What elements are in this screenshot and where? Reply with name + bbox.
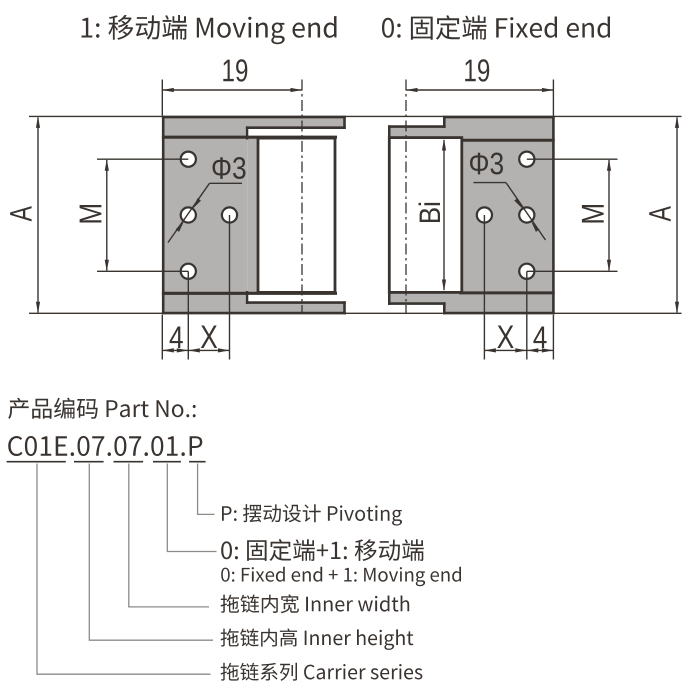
legend-inner-height-glyphs [220, 628, 414, 650]
legend-pivoting-glyphs [222, 504, 402, 526]
fixed-dimM-arrow-top [606, 159, 612, 171]
moving-dim4-arrow-right [176, 348, 189, 353]
fixed-dimA-label: A [649, 206, 671, 222]
moving-plate-sliver [247, 138, 258, 293]
moving-dia-label-glyphs [212, 157, 246, 179]
fixed-dia-label-glyphs [470, 152, 503, 175]
moving-dimA-arrow-bottom [35, 301, 41, 314]
legend-inner-width-glyphs [220, 594, 410, 614]
moving-dia-arrow-in [192, 198, 201, 209]
moving-dimM-label: M [79, 205, 102, 223]
moving-dimM-arrow-top [104, 159, 109, 171]
moving-dimA-label-glyphs [10, 206, 32, 222]
fixed-link-outline [387, 136, 464, 294]
moving-dim19-label: 19 [223, 59, 248, 82]
leader-carrier-series [36, 463, 211, 675]
moving-dia-label: Φ3 [212, 157, 246, 179]
fixed-dia-label: Φ3 [470, 152, 503, 175]
fixed-dimX-label-glyphs [497, 325, 514, 348]
fixed-dim19-label-glyphs [465, 59, 490, 82]
fixed-dim4-arrow-right [541, 348, 554, 353]
moving-dimX-arrow-left [188, 348, 200, 353]
part-no-code-glyphs [8, 436, 203, 456]
legend-end-type-en: 0: Fixed end + 1: Moving end [221, 566, 461, 587]
part-no-code: C01E.07.07.01.P [8, 436, 203, 456]
fixed-dimM-arrow-bottom [606, 259, 612, 272]
fixed-dimBi-label: Bi [418, 202, 440, 222]
moving-link-outline [256, 136, 337, 294]
legend-inner-height: 拖链内高 Inner height [220, 628, 414, 650]
leader-inner-height [88, 463, 213, 641]
moving-dim19-label-glyphs [223, 59, 248, 82]
fixed-dimA-arrow-bottom [674, 301, 680, 314]
fixed-dimBi-label-glyphs [418, 202, 440, 222]
leader-end-type [166, 463, 217, 553]
fixed-dimX-label: X [497, 325, 514, 348]
moving-dim4-arrow-left [162, 348, 174, 353]
fixed-recess-cut-top [387, 115, 445, 127]
legend-carrier-series: 拖链系列 Carrier series [220, 662, 423, 681]
header-fixed-end-glyphs [382, 15, 610, 40]
moving-dimX-arrow-right [218, 348, 230, 353]
moving-dim4-label: 4 [169, 326, 183, 348]
legend-end-type-zh-glyphs [221, 539, 424, 561]
fixed-dim19-arrow-left [406, 87, 418, 93]
legend-carrier-series-glyphs [220, 662, 423, 681]
moving-end-view [161, 115, 347, 315]
moving-dia-leader [167, 182, 211, 243]
moving-dim4-label-glyphs [169, 326, 183, 348]
moving-dimX-label-glyphs [200, 325, 218, 348]
fixed-dimA-arrow-top [674, 116, 680, 128]
legend-end-type-en-glyphs [221, 566, 461, 587]
fixed-dimBi-arrow-bottom [441, 279, 447, 291]
header-fixed-end: 0: 固定端 Fixed end [382, 15, 610, 40]
moving-dim19-arrow-left [162, 87, 174, 93]
moving-dim19-arrow-right [290, 87, 302, 93]
fixed-dim19-label: 19 [465, 59, 490, 82]
moving-hole-dia-callout: Φ3 [167, 157, 246, 243]
legend-inner-width: 拖链内宽 Inner width [220, 594, 410, 614]
legend-end-type-zh: 0: 固定端+1: 移动端 [221, 539, 424, 561]
fixed-dim4-label: 4 [533, 326, 547, 348]
fixed-recess-cut-bottom [387, 303, 445, 315]
fixed-dia-arrow-out [531, 221, 540, 232]
moving-dimX-label: X [200, 325, 218, 348]
fixed-dimX-arrow-left [484, 348, 496, 353]
leader-pivoting [196, 463, 215, 516]
part-no-heading-glyphs [8, 397, 196, 419]
header-moving-end-glyphs [81, 14, 337, 45]
fixed-dia-arrow-in [514, 198, 523, 209]
fixed-dimM-label: M [581, 205, 604, 223]
fixed-dim19-arrow-right [541, 87, 554, 93]
fixed-dimA-label-glyphs [649, 206, 671, 222]
moving-dimA-arrow-top [35, 116, 41, 128]
fixed-dia-leader [505, 182, 547, 241]
fixed-dimBi-arrow-top [441, 139, 447, 151]
fixed-dimM-label-glyphs [581, 205, 604, 223]
moving-dimA-label: A [10, 206, 32, 222]
fixed-dim4-label-glyphs [533, 326, 547, 348]
header-moving-end: 1: 移动端 Moving end [81, 14, 337, 45]
moving-dimM-arrow-bottom [104, 259, 109, 272]
legend-pivoting: P: 摆动设计 Pivoting [222, 504, 402, 526]
moving-dia-arrow-out [175, 221, 184, 232]
fixed-dimX-arrow-right [515, 348, 527, 353]
moving-dimM-label-glyphs [79, 205, 102, 223]
leader-inner-width [128, 463, 209, 608]
fixed-dim4-arrow-left [526, 348, 539, 353]
fixed-hole-dia-callout: Φ3 [470, 152, 547, 241]
part-no-heading: 产品编码 Part No.: [8, 397, 196, 419]
